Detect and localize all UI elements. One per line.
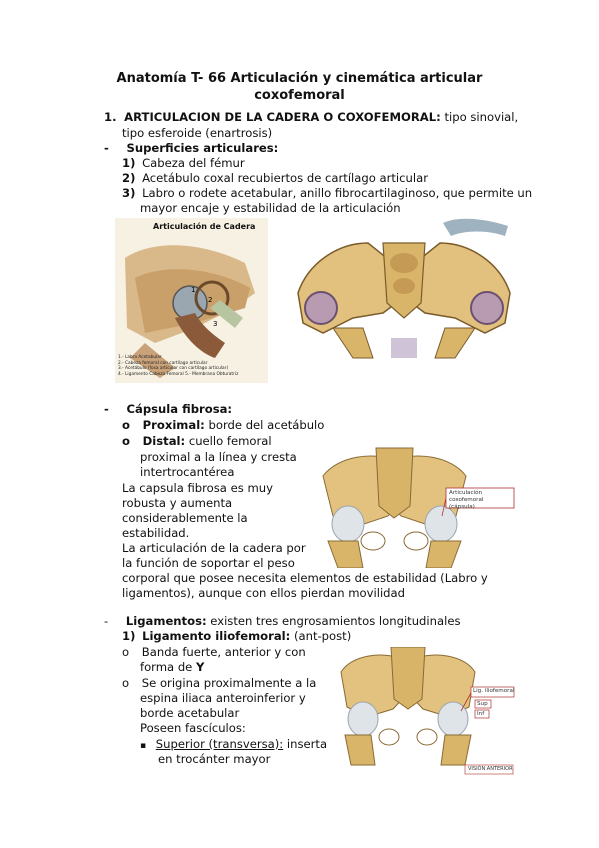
- ligamentos-text: existen tres engrosamientos longitudinal…: [206, 614, 461, 628]
- figure-label-2: 2: [208, 296, 212, 304]
- capsule-label: Articulación coxofemoral (cápsula): [449, 490, 516, 511]
- fasciculo-text: inserta: [283, 737, 328, 751]
- list-item-continued: forma de Y: [140, 660, 204, 675]
- paragraph-line: ligamentos), aunque con ellos pierdan mo…: [122, 586, 405, 600]
- hip-joint-figure: 1 2 3 Articulación de Cadera 1.- Labro A…: [115, 218, 268, 383]
- ligamentos-heading: Ligamentos:: [125, 614, 207, 628]
- item-number: 3): [122, 186, 136, 200]
- page-title-continued: coxofemoral: [254, 88, 345, 103]
- list-item-continued: espina iliaca anteroinferior y: [140, 691, 306, 705]
- ligament-1-line: 1) Ligamento iliofemoral: (ant-post): [122, 629, 351, 644]
- capsule-figure: Articulación coxofemoral (cápsula): [318, 446, 516, 568]
- item-text: Se origina proximalmente a la: [141, 676, 317, 690]
- distal-label: Distal:: [142, 434, 186, 448]
- bullet-dash: -: [104, 402, 109, 416]
- section-heading: ARTICULACION DE LA CADERA O COXOFEMORAL:: [124, 110, 441, 124]
- fasciculo-text-continued: en trocánter mayor: [158, 752, 271, 766]
- paragraph-line: estabilidad.: [122, 526, 190, 540]
- item-text-bold: Y: [196, 660, 205, 674]
- section-text: tipo sinovial,: [440, 110, 519, 124]
- fasciculos-intro: Poseen fascículos:: [140, 721, 246, 735]
- page-title: Anatomía T- 66 Articulación y cinemática…: [116, 71, 483, 86]
- section-number: 1.: [104, 110, 117, 124]
- list-item: o Banda fuerte, anterior y con: [122, 645, 306, 660]
- item-number: 1): [122, 156, 136, 170]
- paragraph-line: La articulación de la cadera por: [122, 541, 306, 555]
- proximal-label: Proximal:: [142, 418, 205, 432]
- legend-item: 2.- Cabeza femoral con cartílago articul…: [118, 360, 208, 366]
- list-item: o Distal: cuello femoral: [122, 434, 272, 449]
- proximal-text: borde del acetábulo: [204, 418, 325, 432]
- list-item: o Proximal: borde del acetábulo: [122, 418, 324, 433]
- distal-text-line: intertrocantérea: [140, 465, 235, 479]
- label-line: Articulación coxofemoral: [449, 490, 484, 503]
- bullet-dash: -: [104, 614, 109, 628]
- bullet-dash: -: [104, 141, 109, 155]
- item-text: Banda fuerte, anterior y con: [141, 645, 306, 659]
- figure-legend: 1.- Labro Acetabular 2.- Cabeza femoral …: [118, 355, 238, 377]
- figure-title: Articulación de Cadera: [153, 222, 256, 231]
- list-item: 3) Labro o rodete acetabular, anillo fib…: [122, 186, 532, 201]
- section-1-heading: 1. ARTICULACION DE LA CADERA O COXOFEMOR…: [104, 110, 518, 125]
- bullet-circle: o: [122, 418, 130, 432]
- paragraph-line: la función de soportar el peso: [122, 556, 295, 570]
- paragraph-line: La capsula fibrosa es muy: [122, 481, 273, 495]
- figure-caption: VISIÓN ANTERIOR: [468, 766, 513, 772]
- bullet-circle: o: [122, 434, 130, 448]
- item-text: Acetábulo coxal recubiertos de cartílago…: [142, 171, 428, 185]
- item-text: Cabeza del fémur: [142, 156, 245, 170]
- legend-item: 1.- Labro Acetabular: [118, 355, 162, 360]
- figure-label-1: 1: [191, 286, 195, 294]
- paragraph-line: robusta y aumenta: [122, 496, 233, 510]
- bullet-circle: o: [122, 645, 130, 659]
- capsula-heading: Cápsula fibrosa:: [126, 402, 233, 416]
- item-number: 2): [122, 171, 136, 185]
- ligament-text: (ant-post): [290, 629, 352, 643]
- list-item: 2) Acetábulo coxal recubiertos de cartíl…: [122, 171, 428, 186]
- legend-item: 3.- Acetábulo (fosa articular con cartíl…: [118, 366, 229, 372]
- item-text: forma de: [140, 660, 196, 674]
- fasciculo-label: Superior (transversa):: [155, 737, 284, 751]
- ligament-label: Ligamento iliofemoral:: [142, 629, 291, 643]
- figure-label-3: 3: [213, 320, 217, 328]
- label-line: (cápsula): [449, 504, 475, 510]
- distal-text-line: proximal a la línea y cresta: [140, 450, 297, 464]
- fasciculo-item: ▪ Superior (transversa): inserta: [140, 737, 327, 754]
- bullet-square: ▪: [140, 741, 147, 751]
- list-item: o Se origina proximalmente a la: [122, 676, 316, 691]
- bullet-circle: o: [122, 676, 130, 690]
- superficies-heading: Superficies articulares:: [126, 141, 279, 155]
- paragraph-line: considerablemente la: [122, 511, 248, 525]
- ligamentos-heading-line: - Ligamentos: existen tres engrosamiento…: [104, 614, 461, 629]
- list-item-continued: borde acetabular: [140, 706, 240, 720]
- distal-text: cuello femoral: [185, 434, 272, 448]
- list-item-continued: mayor encaje y estabilidad de la articul…: [140, 201, 401, 215]
- pelvis-section-figure: [293, 218, 515, 366]
- superficies-heading-line: - Superficies articulares:: [104, 141, 278, 156]
- legend-item: 4.- Ligamento Cabeza Femoral 5.- Membran…: [118, 371, 239, 377]
- list-item: 1) Cabeza del fémur: [122, 156, 245, 171]
- ligament-figure-label: Sup: [477, 701, 488, 707]
- ligament-figure-label: Inf: [477, 711, 485, 717]
- paragraph-line: corporal que posee necesita elementos de…: [122, 571, 488, 585]
- section-text-line: tipo esferoide (enartrosis): [122, 126, 273, 140]
- iliofemoral-figure: Lig. iliofemoral Sup Inf VISIÓN ANTERIOR: [337, 647, 515, 775]
- capsula-heading-line: - Cápsula fibrosa:: [104, 402, 232, 417]
- ligament-figure-label: Lig. iliofemoral: [473, 688, 515, 694]
- item-number: 1): [122, 629, 136, 643]
- item-text: Labro o rodete acetabular, anillo fibroc…: [142, 186, 533, 200]
